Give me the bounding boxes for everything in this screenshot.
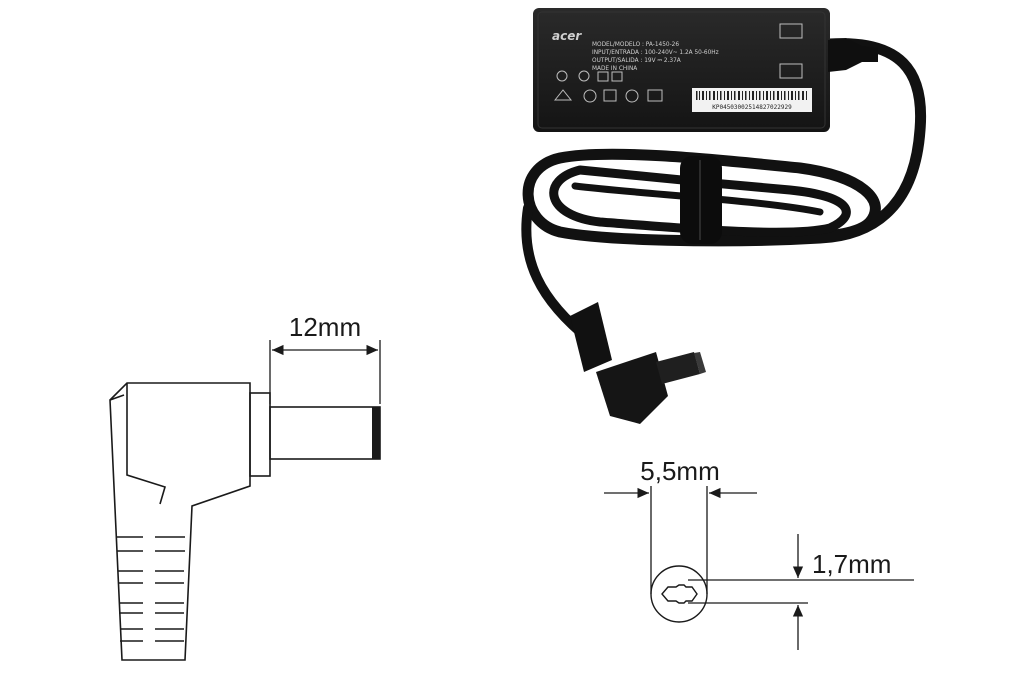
adapter-plug bbox=[570, 302, 706, 424]
length-dimension bbox=[269, 340, 381, 404]
plug-end-view bbox=[650, 565, 708, 623]
barrel-tip bbox=[372, 407, 380, 459]
adapter-origin-line: MADE IN CHINA bbox=[592, 66, 637, 72]
strain-relief-ribs bbox=[117, 536, 185, 642]
inner-diameter-label: 1,7mm bbox=[812, 549, 891, 579]
plug-side-view bbox=[109, 382, 381, 661]
outer-diameter-label: 5,5mm bbox=[640, 456, 719, 486]
adapter-body bbox=[533, 8, 830, 132]
barcode-icon bbox=[696, 91, 807, 100]
length-label: 12mm bbox=[289, 312, 361, 342]
outer-diameter-dimension bbox=[604, 486, 757, 594]
adapter-input-line: INPUT/ENTRADA : 100-240V~ 1.2A 50-60Hz bbox=[592, 50, 719, 56]
adapter-model-line: MODEL/MODELO : PA-1450-26 bbox=[592, 42, 679, 48]
power-adapter-photo: acer MODEL/MODELO : PA-1450-26 INPUT/ENT… bbox=[521, 8, 927, 424]
inner-diameter-dimension bbox=[688, 534, 914, 650]
adapter-output-line: OUTPUT/SALIDA : 19V ⎓ 2.37A bbox=[592, 58, 681, 64]
regulatory-marks bbox=[553, 23, 803, 103]
serial-number: KP04503002514827022929 bbox=[712, 104, 792, 111]
adapter-brand: acer bbox=[552, 29, 582, 43]
